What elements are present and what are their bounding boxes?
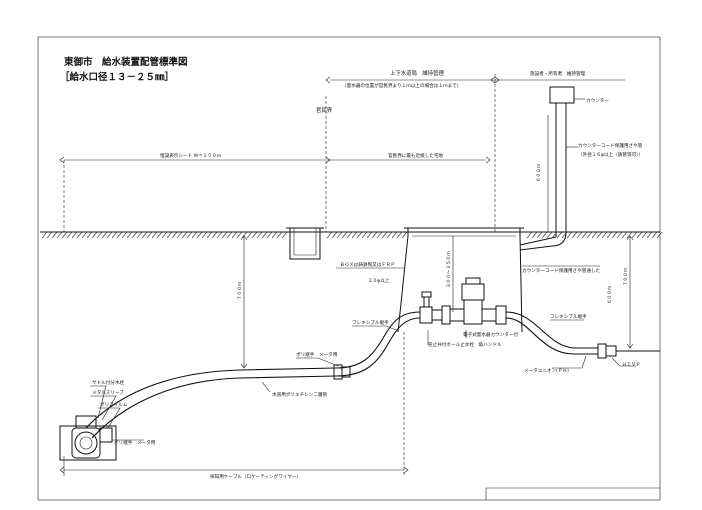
- poly-joint-main-label: ポリ継手 メータ用: [114, 439, 156, 446]
- flexible-joint-left-label: フレキシブル継手: [352, 319, 389, 326]
- dim-600-right-label: ６００ｍ: [607, 285, 613, 304]
- catch-basin: [286, 227, 324, 260]
- detect-cable-label: 探知用ケーブル（ロケーティングワイヤー）: [210, 473, 301, 480]
- counter-cord-protect-label: カウンターコード保護用さや管: [578, 142, 643, 149]
- water-meter-head: [461, 283, 485, 301]
- stop-valve-body: [419, 306, 433, 324]
- poly-joint-meter-left: [333, 364, 351, 380]
- poly-film-label: ポリフィルム: [100, 401, 128, 408]
- saddle-top: [75, 415, 97, 429]
- saddle-valve-label: サドル付分水栓: [92, 379, 125, 386]
- upper-note-label: （量水器の位置が官民界より１ｍ以上の場合は１ｍまで）: [342, 82, 461, 89]
- main-pipe-section: [74, 431, 98, 455]
- counter-cord-protect-sub-label: （外径１６φ以上（鉄管等可））: [578, 151, 643, 158]
- stop-valve-label: 逆止弁付ボール止水栓 角ハンドル: [428, 341, 502, 348]
- burial-sheet-label: 埋設表示シート Ｗ＝１５０ｍ: [160, 152, 222, 159]
- drawing-frame: [37, 36, 661, 501]
- meter-union: [597, 343, 660, 359]
- owner-jurisdiction-label: 施設者・所有者 維持管理: [530, 70, 586, 77]
- upper-jurisdiction-label: 上下水道局 維持管理: [390, 69, 445, 77]
- boundary-label: 官民界: [316, 106, 333, 114]
- hivp-label: ＨＩＶＰ: [622, 362, 640, 368]
- jurisdiction-dimension: [325, 74, 625, 232]
- counter-cord-conduit: [519, 103, 567, 251]
- title-line1: 東御市 給水装置配管標準図: [63, 56, 188, 68]
- meter-assembly: [419, 277, 507, 325]
- dim-300-350-label: ３００～３５０ｍ: [446, 251, 452, 288]
- counter-label: カウンター: [586, 97, 609, 104]
- pipe-to-boundary-label: 官民界に最も近接した宅地: [388, 152, 444, 159]
- stop-valve-handle: [423, 296, 430, 308]
- counter-cord-protect2-label: カウンターコード保護用さや管通した: [522, 267, 601, 274]
- dim-600-label: ６００ｍ: [536, 163, 542, 182]
- title-line2: ［給水口径１３－２５㎜］: [60, 71, 174, 83]
- distribution-main: [59, 415, 117, 461]
- dim-700-right-label: ７００ｍ: [623, 267, 629, 286]
- metal-sleeve-label: メタルスリーブ: [92, 389, 124, 396]
- service-pipe: [85, 311, 421, 439]
- dim-700-left-label: ７００ｍ: [237, 281, 243, 300]
- water-meter-body: [463, 299, 483, 325]
- title-block-edge: [485, 487, 660, 500]
- electronic-meter-label: 電子式量水器カウンター付: [463, 331, 519, 338]
- pipe-note-label: 水道用ポリエチレン二層管: [272, 391, 328, 398]
- poly-joint-main: [99, 427, 113, 443]
- poly-joint-meter-label: ポリ継手 メータ用: [296, 351, 338, 358]
- ground-surface: [40, 231, 663, 239]
- meter-box: [397, 227, 524, 333]
- counter-box: [549, 86, 575, 104]
- flexible-joint-right-label: フレキシブル継手: [550, 313, 587, 320]
- downstream-pipe: [505, 311, 598, 355]
- meter-union-label: メータユニオン(ＰＮ）: [524, 367, 572, 374]
- box-label: ＢＯＸは鋳鉄製又はＦＲＰ: [340, 261, 395, 268]
- box-sub-label: ２０φ以上: [368, 277, 390, 284]
